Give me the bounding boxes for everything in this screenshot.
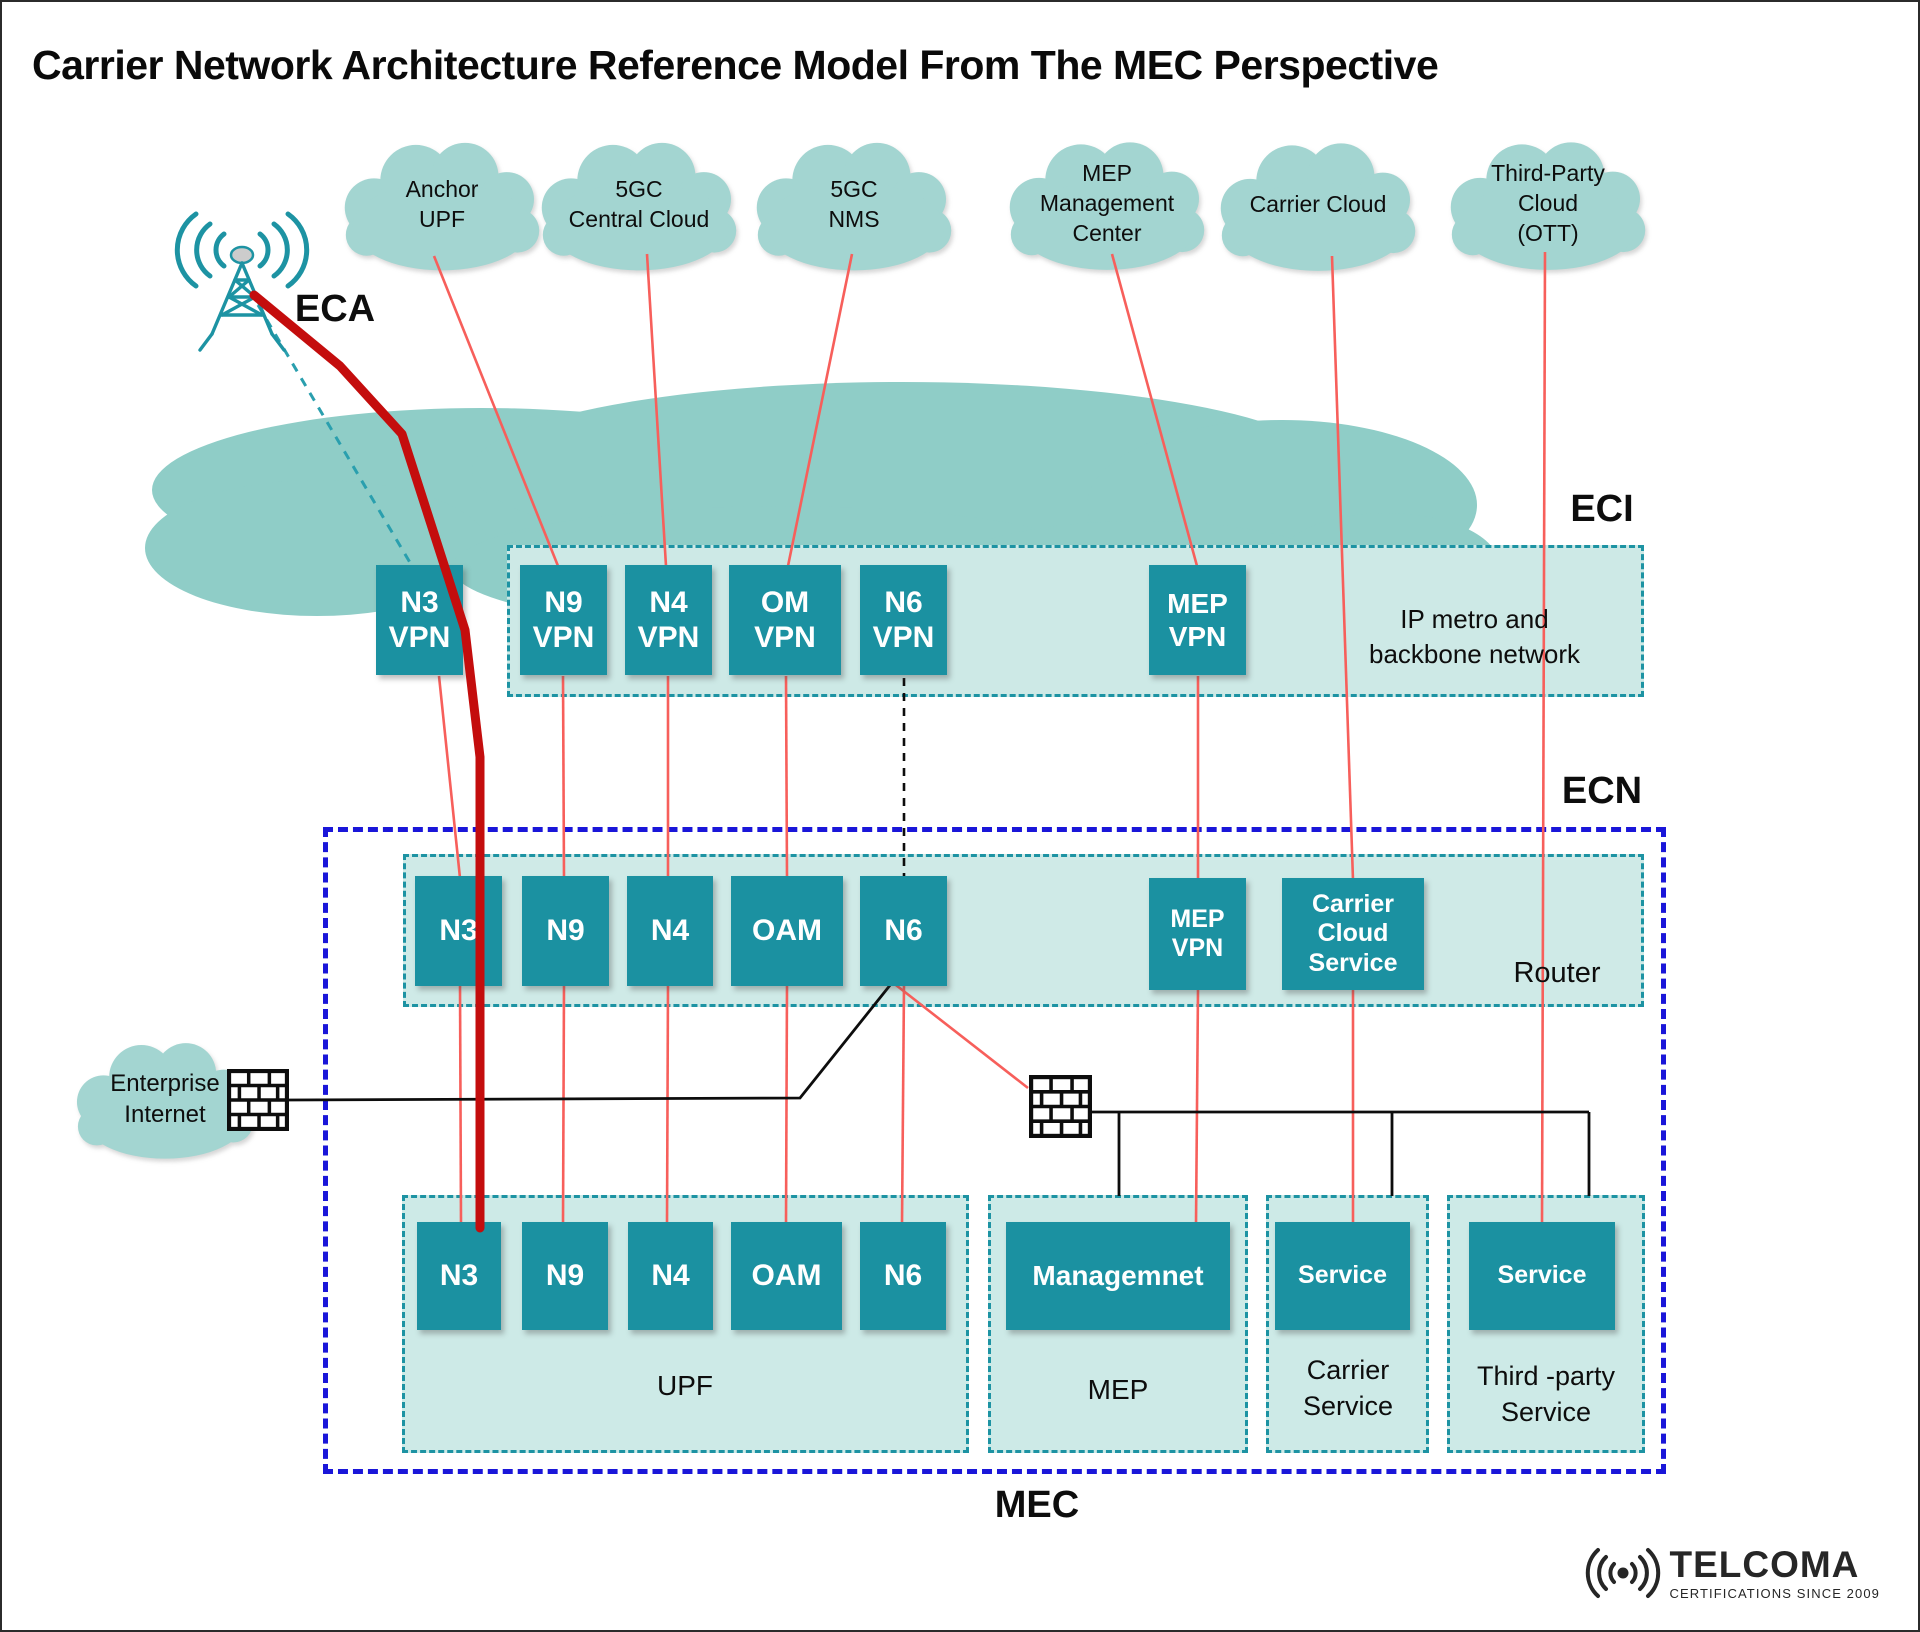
telcoma-radio-icon <box>1586 1548 1661 1598</box>
n3-vpn-box: N3 VPN <box>376 565 463 675</box>
n6-vpn-box: N6 VPN <box>860 565 947 675</box>
cloud-thirdparty-label: Third-Party Cloud (OTT) <box>1491 160 1605 246</box>
line-n6-n6 <box>900 983 906 1225</box>
managemnet-box: Managemnet <box>1006 1222 1230 1330</box>
router-n9-box: N9 <box>522 876 609 986</box>
carrier-panel-label: Carrier Service <box>1302 1355 1394 1422</box>
om-vpn-box: OM VPN <box>729 565 841 675</box>
cloud-mep-mgmt: MEP Management Center <box>992 120 1222 288</box>
page-title: Carrier Network Architecture Reference M… <box>32 42 1439 88</box>
line-oam-oam <box>784 983 789 1225</box>
router-n6-box: N6 <box>860 876 947 986</box>
line-thirdparty-service <box>1540 251 1547 1225</box>
router-band <box>403 854 1644 1007</box>
line-anchorupf-n9vpn <box>432 255 560 567</box>
carrier-cloud-service-box: Carrier Cloud Service <box>1282 878 1424 990</box>
cloud-enterprise-label: Enterprise Internet <box>110 1069 220 1128</box>
line-5gcnms-omvpn <box>786 253 854 567</box>
line-n9vpn-n9 <box>561 675 566 879</box>
carrier-service-box: Service <box>1275 1222 1410 1330</box>
line-5gccc-n4vpn <box>645 253 668 567</box>
router-label: Router <box>1513 957 1601 989</box>
n4-vpn-box: N4 VPN <box>625 565 712 675</box>
cloud-5gc-nms-label: 5GC NMS <box>828 175 880 232</box>
cloud-anchor-upf-label: Anchor UPF <box>405 175 479 232</box>
router-oam-box: OAM <box>731 876 843 986</box>
ecn-label: ECN <box>1561 770 1643 812</box>
cloud-5gc-central: 5GC Central Cloud <box>524 122 754 287</box>
telcoma-logo: TELCOMA CERTIFICATIONS SINCE 2009 <box>1585 1544 1880 1602</box>
line-mepvpn-managemnet <box>1194 989 1200 1225</box>
upf-n9-box: N9 <box>522 1222 608 1330</box>
upf-n6-box: N6 <box>860 1222 946 1330</box>
line-carriercloud-ccs <box>1330 255 1355 881</box>
router-n4-box: N4 <box>627 876 713 986</box>
cloud-carrier: Carrier Cloud <box>1203 124 1433 286</box>
telcoma-logo-name: TELCOMA <box>1669 1543 1860 1585</box>
eci-label: ECI <box>1570 488 1634 530</box>
thirdparty-service-box: Service <box>1469 1222 1615 1330</box>
cloud-anchor-upf: Anchor UPF <box>327 122 557 287</box>
line-omvpn-oam <box>784 675 789 879</box>
backbone-label: IP metro and backbone network <box>1368 604 1581 670</box>
cell-tower-icon <box>174 211 310 352</box>
upf-n3-box: N3 <box>417 1222 501 1330</box>
thirdparty-panel-label: Third -party Service <box>1476 1361 1616 1428</box>
router-n3-box: N3 <box>415 876 502 986</box>
upf-oam-box: OAM <box>731 1222 842 1330</box>
mep-panel-label: MEP <box>1087 1374 1149 1405</box>
line-n3vpn-n3 <box>437 675 462 879</box>
cloud-5gc-central-label: 5GC Central Cloud <box>568 175 710 232</box>
line-n6-firewall <box>891 980 1029 1090</box>
telcoma-logo-tagline: CERTIFICATIONS SINCE 2009 <box>1669 1585 1880 1601</box>
eca-label: ECA <box>294 288 376 330</box>
upf-panel-label: UPF <box>657 1370 713 1401</box>
line-enterprise-n6 <box>288 983 893 1102</box>
mep-vpn-box-top: MEP VPN <box>1149 565 1246 675</box>
cloud-carrier-label: Carrier Cloud <box>1249 191 1387 218</box>
upf-n4-box: N4 <box>628 1222 713 1330</box>
line-n9-n9 <box>561 983 566 1225</box>
cloud-enterprise: Enterprise Internet <box>54 1028 276 1170</box>
line-n3-n3 <box>458 983 463 1225</box>
cloud-5gc-nms: 5GC NMS <box>739 122 969 287</box>
ecn-dashed-box <box>323 827 1666 1474</box>
cloud-thirdparty: Third-Party Cloud (OTT) <box>1433 120 1663 288</box>
mec-label: MEC <box>994 1484 1080 1526</box>
line-mepmc-mepvpn <box>1110 253 1199 567</box>
n9-vpn-box: N9 VPN <box>520 565 607 675</box>
line-n4-n4 <box>665 983 670 1225</box>
cloud-mep-mgmt-label: MEP Management Center <box>1039 160 1175 246</box>
router-mep-vpn-box: MEP VPN <box>1149 878 1246 990</box>
